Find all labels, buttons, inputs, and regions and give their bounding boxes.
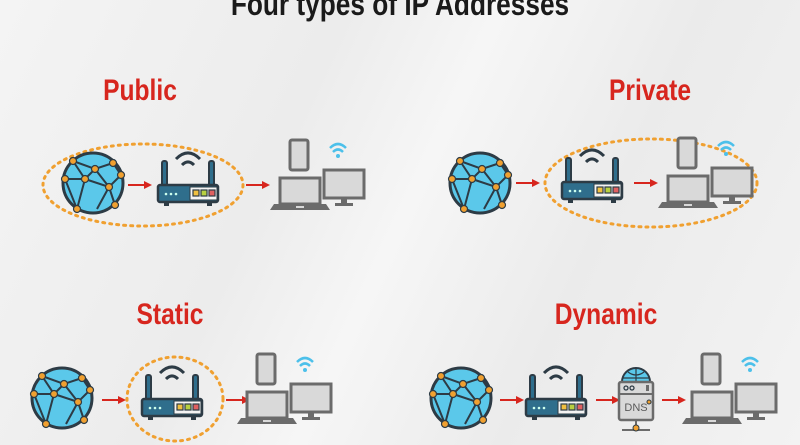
highlight-ellipse xyxy=(41,142,245,228)
router-icon xyxy=(524,365,588,422)
label-public: Public xyxy=(103,74,177,107)
page-title: Four types of IP Addresses xyxy=(230,0,570,22)
highlight-ellipse xyxy=(125,355,225,443)
arrow-icon xyxy=(499,395,525,405)
label-static: Static xyxy=(136,298,204,331)
highlight-ellipse xyxy=(543,137,759,229)
globe-icon xyxy=(428,366,494,430)
arrow-icon xyxy=(595,395,621,405)
arrow-icon xyxy=(661,395,687,405)
label-private: Private xyxy=(608,74,692,107)
dns-server-icon xyxy=(617,366,655,433)
devices-icon xyxy=(680,352,778,426)
dns-text: DNS xyxy=(624,402,647,414)
label-dynamic: Dynamic xyxy=(554,298,658,331)
